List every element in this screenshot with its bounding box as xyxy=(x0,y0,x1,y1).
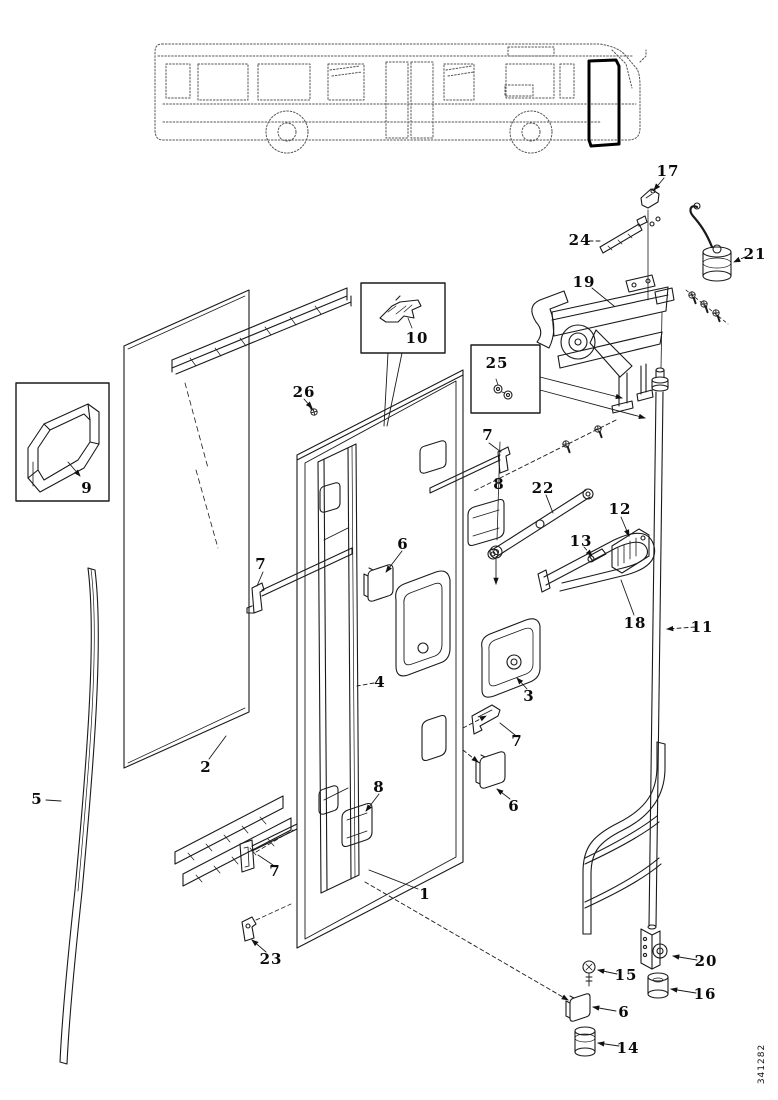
callout-label: 2 xyxy=(200,758,212,776)
callout-label: 22 xyxy=(531,479,555,497)
clip-6-right xyxy=(475,751,506,789)
screw-26 xyxy=(304,403,320,418)
callout-label: 3 xyxy=(523,687,535,705)
motor-21 xyxy=(685,202,732,325)
bracket-20 xyxy=(640,928,668,970)
callout-label: 6 xyxy=(618,1003,630,1021)
callout-label: 7 xyxy=(482,426,494,444)
callout-label: 12 xyxy=(608,500,632,518)
door-mechanism-19 xyxy=(531,274,675,414)
callout-label: 19 xyxy=(572,273,596,291)
callout-label: 23 xyxy=(259,950,283,968)
clip-6-bottom xyxy=(565,993,591,1022)
inset-box-9 xyxy=(15,382,110,502)
callout-label: 18 xyxy=(623,614,647,632)
callout-label: 26 xyxy=(292,383,316,401)
callout-label: 7 xyxy=(269,862,281,880)
lower-guide-rails xyxy=(174,795,292,887)
inset-box-10 xyxy=(360,282,446,427)
callout-label: 24 xyxy=(568,231,592,249)
callout-label: 8 xyxy=(493,475,505,493)
callout-label: 20 xyxy=(694,952,718,970)
pin-16 xyxy=(647,972,669,999)
callout-label: 17 xyxy=(656,162,680,180)
handle-tube-18 xyxy=(537,532,656,593)
plate-8-lower xyxy=(341,802,373,848)
part-13 xyxy=(587,548,607,563)
bus-overview-drawing xyxy=(154,43,647,154)
callout-label: 9 xyxy=(81,479,93,497)
bracket-24 xyxy=(599,215,661,254)
clip-6-upper xyxy=(363,564,394,602)
trim-strip-5 xyxy=(59,567,99,1065)
callout-label: 14 xyxy=(616,1039,640,1057)
callout-label: 25 xyxy=(485,354,509,372)
bus-rear-door-highlight xyxy=(587,58,621,148)
callout-label: 7 xyxy=(511,732,523,750)
handrail-tubes xyxy=(582,741,666,935)
callout-label: 5 xyxy=(31,790,43,808)
callout-label: 6 xyxy=(508,797,520,815)
bracket-7-bottom xyxy=(239,823,298,873)
bracket-7-left xyxy=(246,547,353,614)
callout-label: 4 xyxy=(374,673,386,691)
callout-label: 13 xyxy=(569,532,593,550)
callout-label: 21 xyxy=(743,245,767,263)
bracket-23 xyxy=(241,903,292,942)
bracket-12 xyxy=(611,528,650,574)
callout-label: 15 xyxy=(614,966,638,984)
inner-frame-4 xyxy=(317,443,360,894)
bolt-15 xyxy=(582,960,596,987)
bracket-7-mid xyxy=(429,446,511,494)
callout-label: 8 xyxy=(373,778,385,796)
callout-label: 6 xyxy=(397,535,409,553)
inset-box-25 xyxy=(470,344,646,419)
window-glass-panel-2 xyxy=(123,289,250,769)
bracket-7-right xyxy=(462,704,501,763)
door-leaf-1 xyxy=(296,369,464,949)
arm-22 xyxy=(487,488,594,560)
callout-label: 10 xyxy=(405,329,429,347)
drive-rod-11 xyxy=(647,311,669,930)
upper-guide-rail xyxy=(171,287,352,375)
callout-label: 11 xyxy=(690,618,714,636)
oval-plate-3 xyxy=(481,618,541,698)
drawing-number: 341282 xyxy=(757,1043,767,1085)
callout-label: 7 xyxy=(255,555,267,573)
pin-14 xyxy=(574,1026,596,1057)
callout-label: 16 xyxy=(693,985,717,1003)
bracket-17 xyxy=(640,188,660,301)
callout-label: 1 xyxy=(419,885,431,903)
leader-lines xyxy=(45,177,746,1047)
